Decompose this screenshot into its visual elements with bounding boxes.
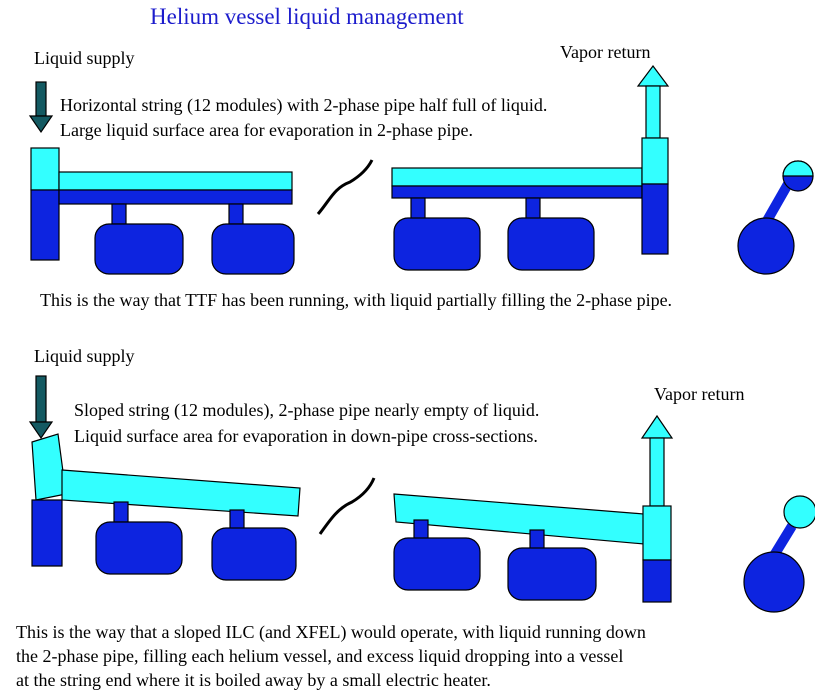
bottom-right-vessel-neck-1 xyxy=(413,519,429,541)
page-title: Helium vessel liquid management xyxy=(150,4,464,29)
top-right-end-can-vessel xyxy=(641,183,669,255)
bottom-left-sloped-pipe xyxy=(61,469,301,517)
top-break-curve xyxy=(316,159,374,215)
top-right-helium-vessel-1 xyxy=(393,217,481,271)
bottom-right-sloped-pipe xyxy=(393,493,645,545)
bottom-left-vessel-neck-2 xyxy=(229,509,245,531)
top-description-line2: Large liquid surface area for evaporatio… xyxy=(60,120,473,140)
top-left-two-phase-pipe-vessel xyxy=(58,189,293,205)
top-right-end-can-liquid xyxy=(641,137,669,185)
bottom-description-line2: Liquid surface area for evaporation in d… xyxy=(74,426,538,446)
bottom-side-view-vessel xyxy=(743,495,815,613)
bottom-break-curve xyxy=(318,477,376,535)
top-right-vessel-neck-2 xyxy=(525,197,541,221)
bottom-caption-line3: at the string end where it is boiled awa… xyxy=(16,670,491,690)
top-left-end-can-vessel xyxy=(30,189,60,261)
bottom-liquid-supply-label: Liquid supply xyxy=(34,346,135,366)
bottom-caption-line2: the 2-phase pipe, filling each helium ve… xyxy=(16,646,624,666)
top-left-end-can-liquid xyxy=(30,147,60,191)
bottom-vapor-return-label: Vapor return xyxy=(654,384,745,404)
top-side-view-vessel xyxy=(737,160,814,275)
bottom-left-helium-vessel-2 xyxy=(211,527,297,581)
top-left-helium-vessel-1 xyxy=(94,223,184,275)
top-description-line1: Horizontal string (12 modules) with 2-ph… xyxy=(60,95,548,115)
top-liquid-supply-arrow xyxy=(28,81,54,134)
bottom-vapor-return-arrow xyxy=(640,414,674,507)
bottom-left-helium-vessel-1 xyxy=(95,521,183,575)
top-left-helium-vessel-2 xyxy=(211,223,295,275)
top-left-two-phase-pipe-liquid xyxy=(58,171,293,191)
top-vapor-return-arrow xyxy=(636,65,670,139)
bottom-right-vessel-neck-2 xyxy=(529,529,545,551)
top-right-vessel-neck-1 xyxy=(410,197,426,221)
bottom-right-end-can-vessel xyxy=(642,559,672,603)
bottom-right-helium-vessel-1 xyxy=(393,537,481,591)
bottom-left-vessel-neck-1 xyxy=(113,501,129,523)
top-caption: This is the way that TTF has been runnin… xyxy=(40,290,673,310)
top-right-helium-vessel-2 xyxy=(507,217,595,271)
bottom-left-end-can-liquid xyxy=(31,433,67,501)
top-right-two-phase-pipe-vessel xyxy=(391,185,643,199)
top-left-vessel-neck-2 xyxy=(228,203,244,225)
bottom-description-line1: Sloped string (12 modules), 2-phase pipe… xyxy=(74,400,540,420)
bottom-caption-line1: This is the way that a sloped ILC (and X… xyxy=(16,622,646,642)
bottom-right-helium-vessel-2 xyxy=(507,547,597,601)
bottom-right-end-can-liquid xyxy=(642,505,672,561)
bottom-liquid-supply-arrow xyxy=(28,375,54,440)
top-liquid-supply-label: Liquid supply xyxy=(34,48,135,68)
top-vapor-return-label: Vapor return xyxy=(560,42,651,62)
bottom-left-end-can-vessel xyxy=(31,499,63,567)
top-right-two-phase-pipe-liquid xyxy=(391,167,643,187)
top-left-vessel-neck-1 xyxy=(111,203,127,225)
